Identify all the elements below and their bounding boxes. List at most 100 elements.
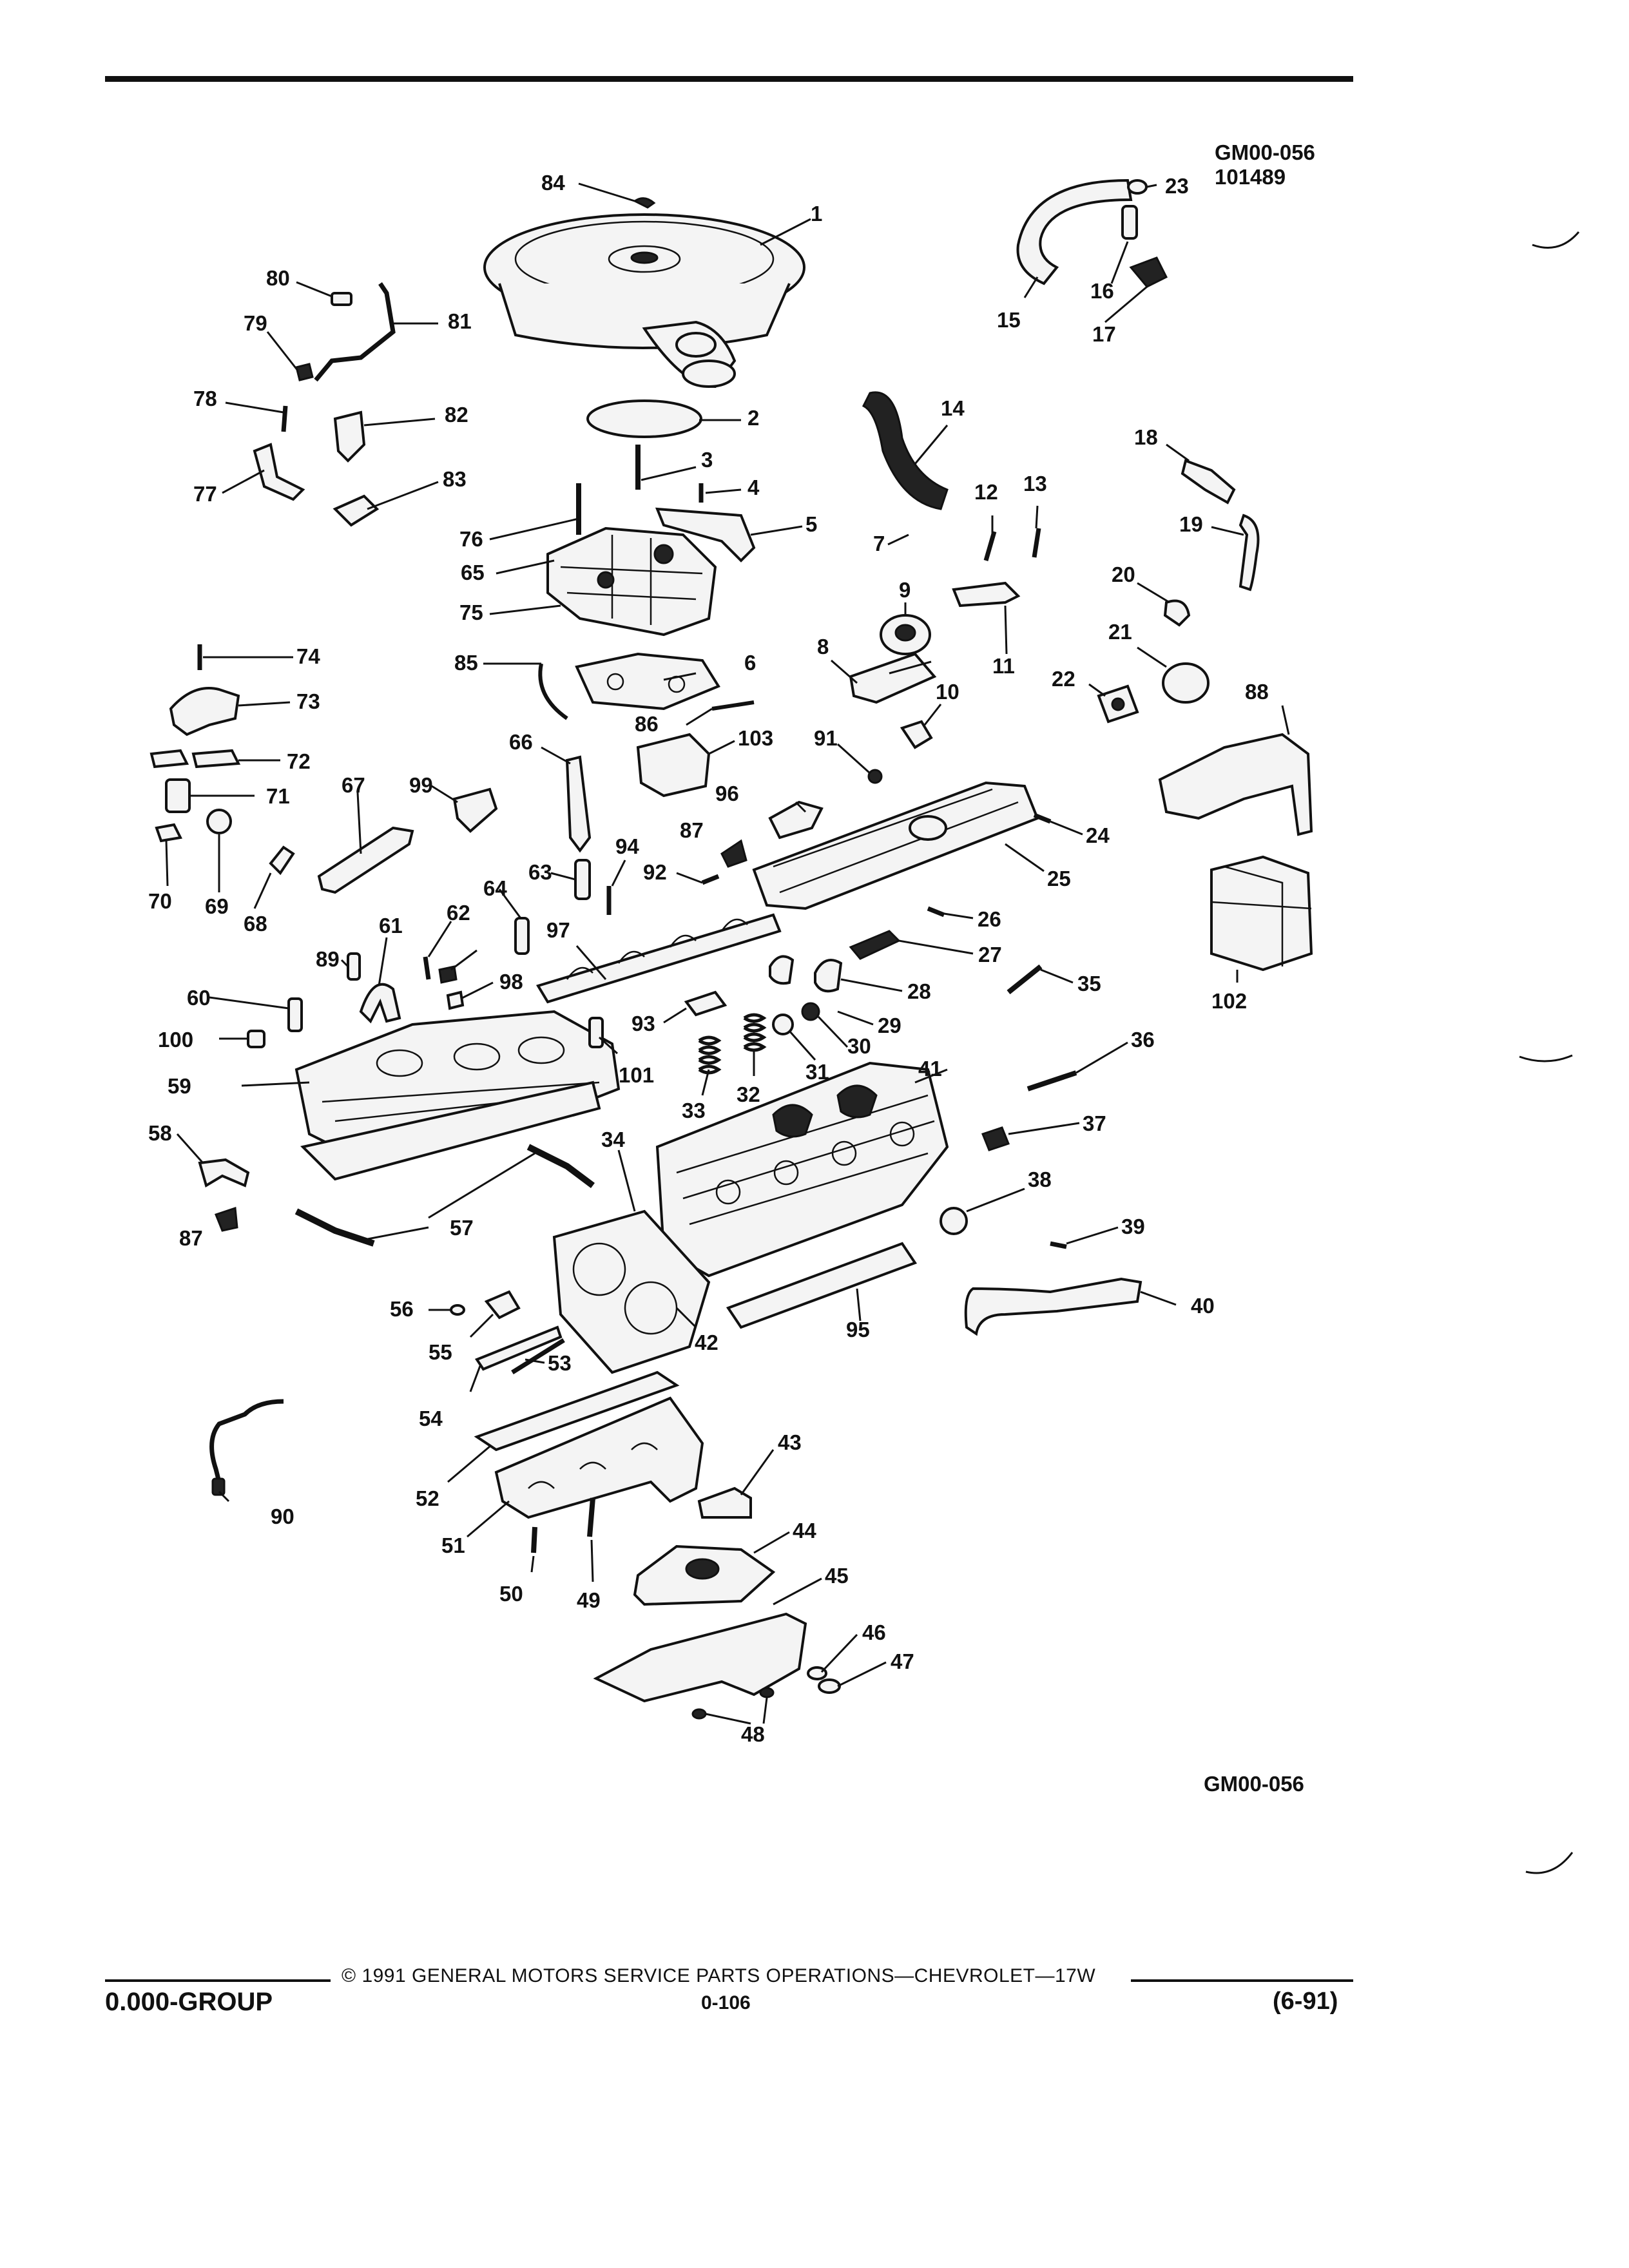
heat-shield-54-part: [474, 1325, 563, 1371]
callout-91: 91: [814, 726, 838, 750]
callout-37: 37: [1083, 1111, 1106, 1135]
sensor-38-part: [940, 1207, 968, 1235]
thermostat-housing-part: [169, 687, 240, 736]
callout-34: 34: [601, 1128, 625, 1151]
callout-24: 24: [1086, 823, 1110, 847]
clip-part: [633, 197, 656, 209]
callout-82: 82: [445, 403, 468, 427]
washer-47-part: [818, 1678, 841, 1694]
sensor-100-part: [247, 1030, 265, 1048]
tube-81-part: [314, 282, 396, 382]
callout-60: 60: [187, 986, 211, 1010]
callout-66: 66: [509, 730, 533, 754]
clamp-70-part: [155, 823, 182, 843]
callout-56: 56: [390, 1297, 414, 1321]
callout-35: 35: [1077, 972, 1101, 995]
callout-12: 12: [974, 480, 998, 504]
egr-valve-part: [849, 614, 937, 704]
nut-46-part: [807, 1666, 827, 1680]
plug-98-part: [446, 990, 465, 1010]
callout-2: 2: [747, 406, 759, 430]
bracket-82-part: [333, 410, 366, 463]
callout-43: 43: [778, 1430, 802, 1454]
callout-78: 78: [193, 387, 217, 410]
gasket-83-part: [333, 494, 380, 527]
oxygen-sensor-part: [209, 1399, 284, 1483]
callout-32: 32: [737, 1082, 760, 1106]
sensor-55-part: [484, 1290, 521, 1320]
callout-55: 55: [429, 1340, 452, 1364]
hose-end-part: [1127, 179, 1148, 195]
callout-90: 90: [271, 1504, 294, 1528]
callout-88: 88: [1245, 680, 1269, 704]
bracket-77-part: [253, 443, 305, 501]
sensor-101-part: [588, 1017, 604, 1048]
callout-19: 19: [1179, 512, 1203, 536]
callout-10: 10: [936, 680, 959, 704]
callout-80: 80: [266, 266, 290, 290]
clip-58-part: [198, 1158, 250, 1188]
callout-16: 16: [1090, 279, 1114, 303]
callout-73: 73: [296, 689, 320, 713]
breather-part: [1162, 662, 1210, 704]
margin-mark-bottom: [1525, 1852, 1574, 1874]
bracket-96-part: [768, 800, 824, 840]
callout-15: 15: [997, 308, 1021, 332]
bolt-35-part: [1007, 964, 1043, 995]
callout-96: 96: [715, 782, 739, 805]
callout-58: 58: [148, 1121, 172, 1145]
heat-shield-45-part: [593, 1612, 807, 1703]
pcv-valve-part: [1121, 205, 1138, 240]
callout-61: 61: [379, 914, 403, 937]
margin-mark-top: [1532, 231, 1580, 249]
callout-45: 45: [825, 1564, 849, 1588]
head-gasket-part: [552, 1209, 711, 1374]
callout-74: 74: [296, 644, 320, 668]
callout-41: 41: [918, 1057, 942, 1081]
callout-87-lower: 87: [179, 1226, 203, 1250]
callout-23: 23: [1165, 174, 1189, 198]
seal-57-lower-part: [294, 1208, 375, 1247]
callout-51: 51: [441, 1533, 465, 1557]
callout-4: 4: [747, 476, 760, 499]
callout-81: 81: [448, 309, 472, 333]
callout-59: 59: [168, 1074, 191, 1098]
callout-103: 103: [738, 726, 773, 750]
callout-53: 53: [548, 1351, 572, 1375]
egr-hose-part: [862, 391, 949, 510]
callout-50: 50: [499, 1582, 523, 1606]
callout-48: 48: [741, 1722, 765, 1746]
manifold-gasket-52-part: [474, 1370, 680, 1452]
pcv-hose-part: [1016, 178, 1133, 285]
callout-27: 27: [978, 943, 1002, 966]
callout-13: 13: [1023, 472, 1047, 495]
footer-page-number: 0-106: [701, 1992, 751, 2013]
spring-part: [711, 700, 755, 711]
header-ref-date: 101489: [1215, 165, 1286, 189]
callout-46: 46: [862, 1620, 886, 1644]
bracket-66-part: [565, 755, 592, 853]
control-module-part: [1210, 855, 1313, 972]
callout-44: 44: [793, 1519, 816, 1542]
bolt-78-part: [281, 405, 288, 432]
elbow-fitting-part: [1181, 459, 1236, 505]
callout-100: 100: [158, 1028, 193, 1052]
margin-mark-middle: [1519, 1054, 1573, 1062]
egr-pipe-part: [964, 1277, 1142, 1336]
retainer-30-part: [801, 1002, 820, 1021]
throttle-linkage-part: [317, 826, 414, 894]
callout-22: 22: [1052, 667, 1075, 691]
bolt-39-part: [1050, 1241, 1067, 1249]
callout-69: 69: [205, 894, 229, 918]
callout-47: 47: [891, 1649, 914, 1673]
stud-49-part: [587, 1497, 595, 1537]
gasket-68-part: [269, 845, 295, 876]
heat-shield-43-part: [697, 1486, 752, 1519]
callout-87-upper: 87: [680, 818, 704, 842]
egr-bracket-part: [952, 581, 1021, 608]
callout-86: 86: [635, 712, 659, 736]
nut-part: [867, 769, 883, 784]
bolt-24-part: [1033, 812, 1052, 824]
callout-84: 84: [541, 171, 565, 195]
footer-rule-left: [105, 1979, 331, 1982]
